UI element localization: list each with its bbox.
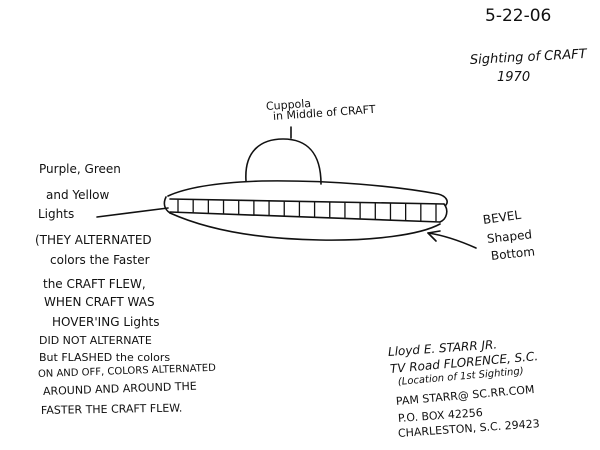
lights-label-line3: Lights	[38, 207, 75, 221]
date-label: 5-22-06	[485, 6, 552, 26]
cupola-dome	[245, 138, 322, 185]
note-line: But FLASHED the colors	[39, 351, 171, 364]
bevel-bottom	[169, 212, 441, 241]
note-line: FASTER THE CRAFT FLEW.	[40, 401, 183, 417]
note-line: (THEY ALTERNATED	[35, 233, 152, 247]
craft-upper-hull	[167, 180, 448, 206]
title-line2: 1970	[497, 70, 531, 85]
lights-pointer	[96, 207, 169, 218]
window-band-right	[439, 203, 448, 223]
bevel-arrow	[427, 232, 477, 249]
lights-label-line2: and Yellow	[46, 188, 110, 202]
window-band-top	[169, 198, 445, 205]
bevel-arrowhead	[427, 230, 441, 242]
note-line: DID NOT ALTERNATE	[39, 334, 152, 347]
lights-label-line1: Purple, Green	[39, 162, 121, 176]
window-band-left	[163, 196, 171, 214]
note-line: HOVER'ING Lights	[52, 315, 160, 329]
window-band-bottom	[169, 211, 441, 223]
note-line: WHEN CRAFT WAS	[44, 295, 155, 309]
note-line: the CRAFT FLEW,	[43, 277, 146, 291]
window-dividers	[177, 199, 437, 222]
note-line: colors the Faster	[50, 253, 150, 267]
